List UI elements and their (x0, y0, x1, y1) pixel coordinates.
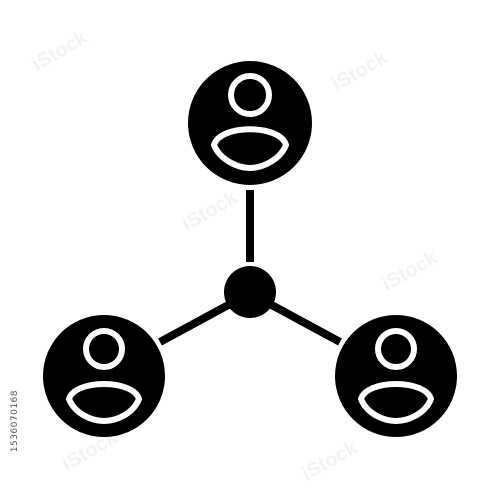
bottom-right-user-avatar-icon (335, 315, 457, 437)
center-hub-dot-icon (224, 266, 276, 318)
bottom-left-user-avatar-icon (43, 315, 165, 437)
connector-line-bottom-right (266, 299, 342, 346)
stock-id-label: 1536070168 (10, 390, 20, 453)
connector-line-bottom-left (158, 299, 234, 346)
top-user-avatar-icon (188, 61, 312, 185)
connector-lines (158, 190, 342, 346)
